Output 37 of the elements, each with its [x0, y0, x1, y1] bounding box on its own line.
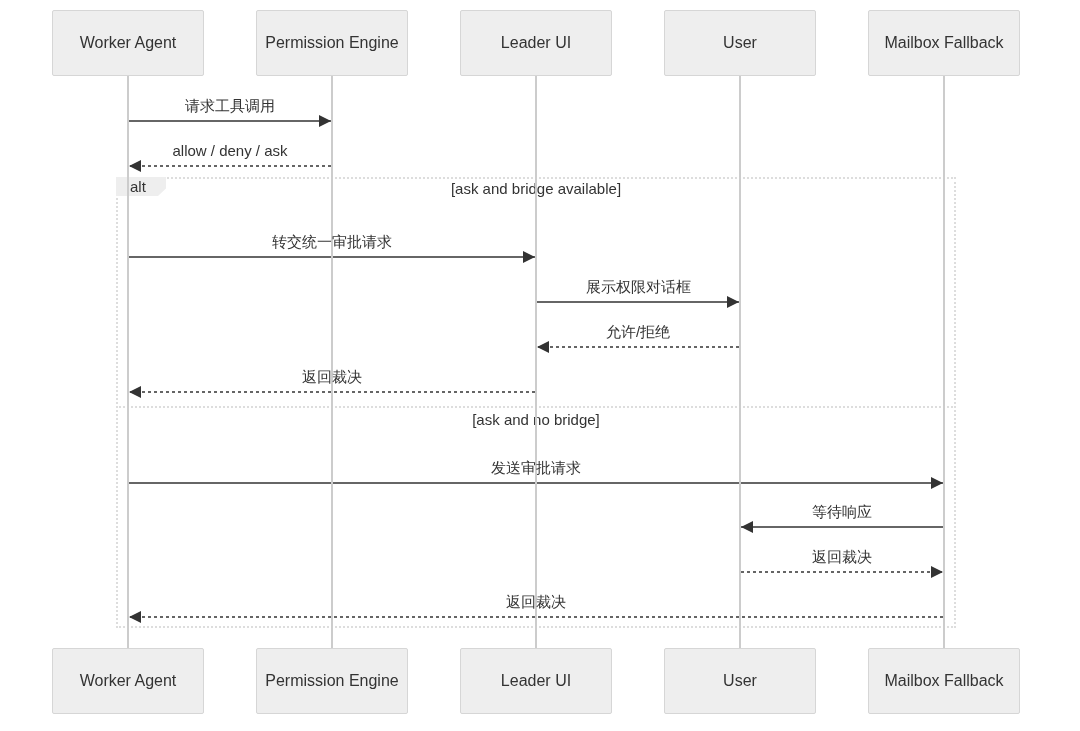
- participant-box: User: [664, 648, 816, 714]
- message-arrow: [536, 341, 740, 353]
- operator-tab: alt: [116, 177, 166, 196]
- message-label: 发送审批请求: [491, 459, 581, 477]
- participant-box: User: [664, 10, 816, 76]
- message-label: 返回裁决: [302, 368, 362, 386]
- message-label: 等待响应: [812, 503, 872, 521]
- participant-box: Mailbox Fallback: [868, 10, 1020, 76]
- message-arrow: [128, 477, 944, 489]
- guard-condition: [ask and no bridge]: [472, 411, 600, 429]
- lifeline: [739, 76, 741, 648]
- participant-box: Mailbox Fallback: [868, 648, 1020, 714]
- participant-box: Worker Agent: [52, 10, 204, 76]
- lifeline: [943, 76, 945, 648]
- participant-box: Leader UI: [460, 10, 612, 76]
- participant-box: Permission Engine: [256, 10, 408, 76]
- message-label: 返回裁决: [812, 548, 872, 566]
- message-label: 展示权限对话框: [585, 278, 691, 296]
- message-arrow: [128, 160, 332, 172]
- message-label: 允许/拒绝: [605, 323, 671, 341]
- message-arrow: [128, 386, 536, 398]
- message-arrow: [128, 611, 944, 623]
- participant-box: Permission Engine: [256, 648, 408, 714]
- lifeline: [535, 76, 537, 648]
- message-arrow: [128, 251, 536, 263]
- lifeline: [331, 76, 333, 648]
- message-label: 返回裁决: [506, 593, 566, 611]
- message-label: allow / deny / ask: [172, 142, 288, 160]
- lifeline: [127, 76, 129, 648]
- participant-box: Leader UI: [460, 648, 612, 714]
- message-label: 转交统一审批请求: [272, 233, 392, 251]
- message-arrow: [740, 566, 944, 578]
- message-label: 请求工具调用: [185, 97, 275, 115]
- participant-box: Worker Agent: [52, 648, 204, 714]
- message-arrow: [536, 296, 740, 308]
- message-arrow: [740, 521, 944, 533]
- message-arrow: [128, 115, 332, 127]
